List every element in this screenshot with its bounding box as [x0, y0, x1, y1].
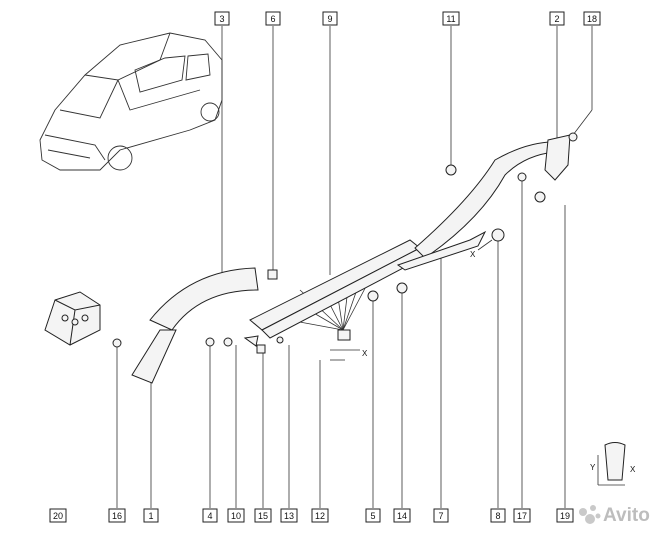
- callout-4: 4: [202, 508, 218, 523]
- callout-1: 1: [143, 508, 159, 523]
- screw-16: [112, 338, 122, 348]
- svg-text:6: 6: [270, 14, 275, 24]
- dimension-x-label-2: X: [470, 250, 476, 259]
- callout-17: 17: [513, 508, 531, 523]
- side-sill-trim: [249, 239, 421, 331]
- screw-4: [205, 337, 215, 347]
- screw-13: [276, 336, 284, 344]
- callout-7: 7: [433, 508, 449, 523]
- clip-11: [445, 164, 457, 176]
- svg-text:16: 16: [112, 511, 122, 521]
- svg-text:3: 3: [219, 14, 224, 24]
- callout-16: 16: [108, 508, 126, 523]
- callout-2: 2: [549, 11, 565, 26]
- callout-5: 5: [365, 508, 381, 523]
- svg-text:9: 9: [327, 14, 332, 24]
- clip-6: [267, 269, 278, 280]
- svg-text:13: 13: [284, 511, 294, 521]
- callout-8: 8: [490, 508, 506, 523]
- callout-14: 14: [393, 508, 411, 523]
- svg-text:4: 4: [207, 511, 212, 521]
- callout-11: 11: [442, 11, 460, 26]
- svg-text:1: 1: [148, 511, 153, 521]
- callout-19: 19: [556, 508, 574, 523]
- front-lower-trim: [131, 329, 177, 384]
- car-illustration: [39, 32, 223, 171]
- leader-18b: [572, 109, 593, 136]
- clip-12: [337, 329, 351, 341]
- callout-3: 3: [214, 11, 230, 26]
- svg-text:2: 2: [554, 14, 559, 24]
- dimension-x-label-3: X: [630, 465, 636, 474]
- fastener-kit-box: [44, 291, 101, 346]
- detail-inset: Y X: [590, 442, 636, 486]
- dimension-y-label: Y: [590, 463, 596, 472]
- dimension-x-lower: X: [330, 349, 368, 361]
- svg-text:8: 8: [495, 511, 500, 521]
- svg-text:19: 19: [560, 511, 570, 521]
- svg-text:10: 10: [231, 511, 241, 521]
- clip-18: [568, 132, 578, 142]
- svg-text:11: 11: [446, 14, 455, 24]
- plug-14: [396, 282, 408, 294]
- callout-20: 20: [49, 508, 67, 523]
- rear-lower-trim: [396, 230, 487, 271]
- dimension-x-label-1: X: [362, 349, 368, 358]
- nut-15: [256, 344, 266, 354]
- front-wheel-arch-trim: [149, 267, 259, 331]
- rear-bracket: [544, 134, 571, 181]
- grommet-8: [491, 228, 505, 242]
- svg-text:5: 5: [370, 511, 375, 521]
- clip-5: [367, 290, 379, 302]
- svg-text:18: 18: [587, 14, 597, 24]
- screw-10: [223, 337, 233, 347]
- avito-watermark: Avito: [579, 505, 650, 526]
- watermark-text: Avito: [603, 505, 650, 526]
- callout-6: 6: [265, 11, 281, 26]
- svg-text:12: 12: [315, 511, 325, 521]
- clip-misc: [243, 335, 259, 347]
- callout-9: 9: [322, 11, 338, 26]
- svg-text:14: 14: [397, 511, 407, 521]
- svg-text:7: 7: [438, 511, 443, 521]
- screw-17: [517, 172, 527, 182]
- svg-text:20: 20: [53, 511, 63, 521]
- callout-18: 18: [583, 11, 601, 26]
- callout-12: 12: [311, 508, 329, 523]
- dimension-x-rear: X: [470, 239, 493, 259]
- screw-19: [534, 191, 546, 203]
- callout-13: 13: [280, 508, 298, 523]
- callout-10: 10: [227, 508, 245, 523]
- svg-text:15: 15: [258, 511, 268, 521]
- svg-text:17: 17: [517, 511, 527, 521]
- callout-15: 15: [254, 508, 272, 523]
